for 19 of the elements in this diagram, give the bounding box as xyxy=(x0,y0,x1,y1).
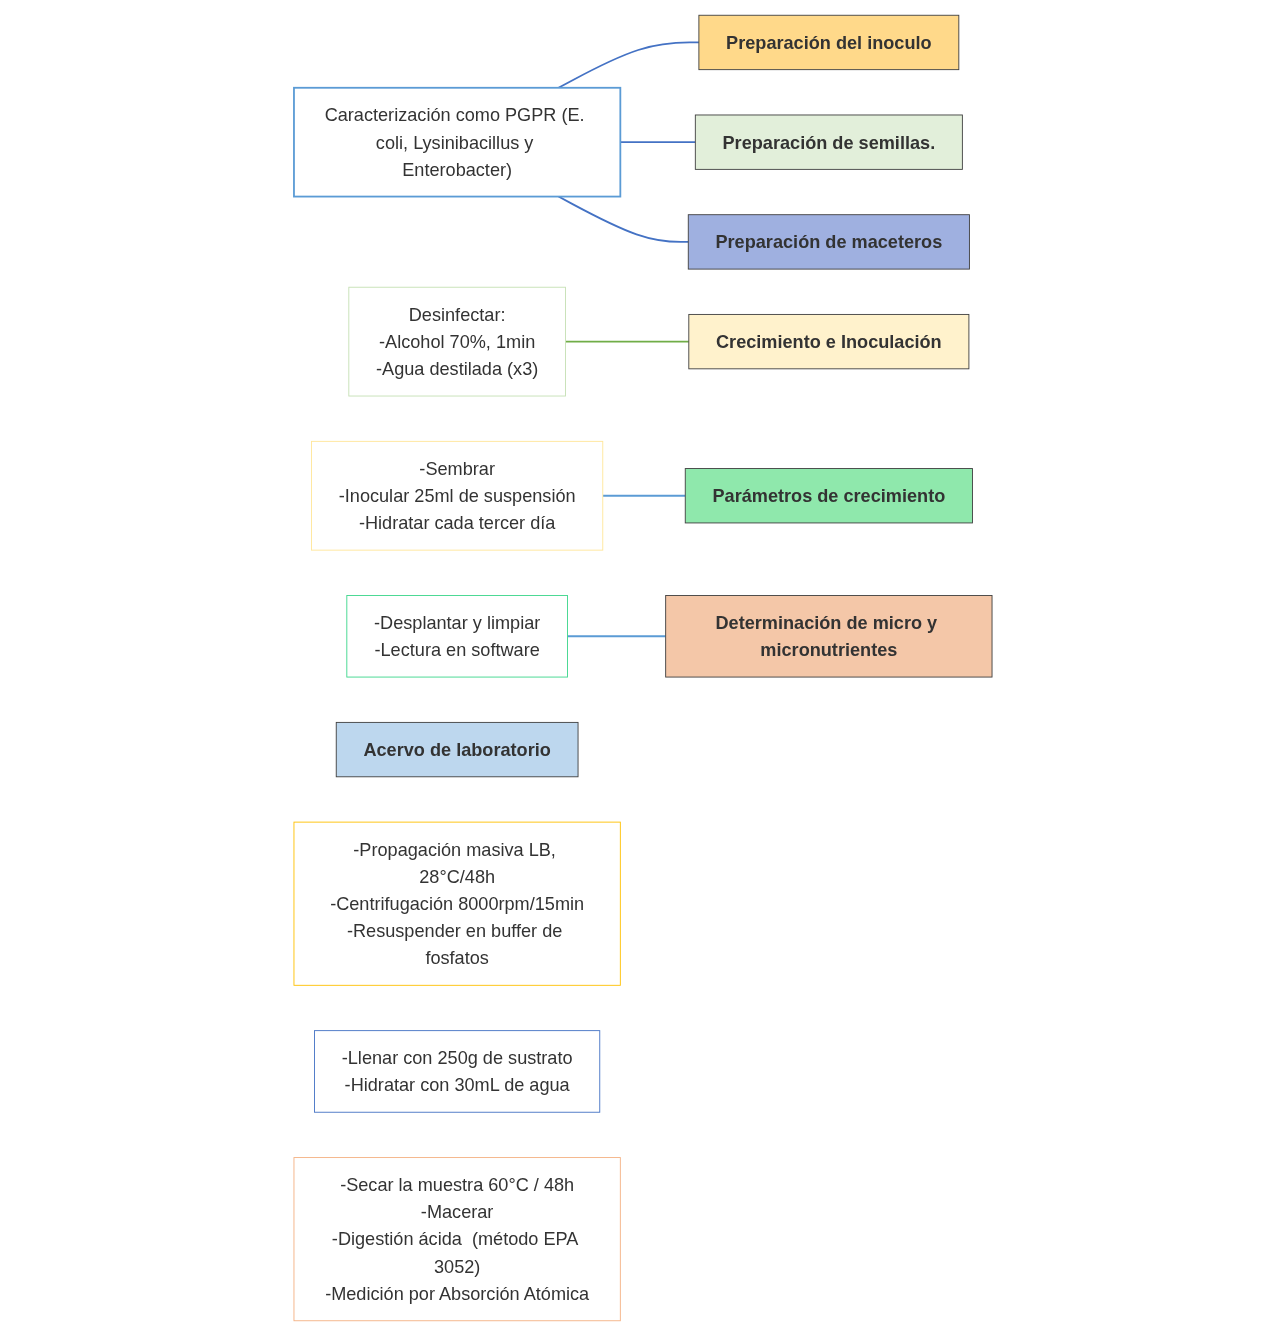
node-box: -Secar la muestra 60°C / 48h -Macerar -Digestión ácida (método EPA 3052) -Medición por Absorción Atómica xyxy=(293,1157,621,1322)
node-box: Parámetros de crecimiento xyxy=(684,468,973,524)
node-box: Determinación de micro y micronutrientes xyxy=(665,595,993,678)
node-box: -Desplantar y limpiar -Lectura en software xyxy=(346,595,568,678)
node-box: -Sembrar -Inocular 25ml de suspensión -Hidratar cada tercer día xyxy=(311,440,604,551)
node-box: Preparación de maceteros xyxy=(687,214,970,270)
connector xyxy=(557,195,690,243)
node-box: Desinfectar: -Alcohol 70%, 1min -Agua destilada (x3) xyxy=(348,286,566,397)
node-box: -Propagación masiva LB, 28°C/48h -Centrifugación 8000rpm/15min -Resuspender en buffer de fosfatos xyxy=(293,821,621,986)
node-box: Crecimiento e Inoculación xyxy=(688,313,970,370)
node-box: Caracterización como PGPR (E. coli, Lysinibacillus y Enterobacter) xyxy=(293,86,622,198)
connector xyxy=(557,41,700,89)
node-box: -Llenar con 250g de sustrato -Hidratar con 30mL de agua xyxy=(314,1030,601,1113)
node-box: Acervo de laboratorio xyxy=(335,721,579,778)
connector xyxy=(601,494,687,497)
node-box: Preparación de semillas. xyxy=(694,114,963,170)
connector xyxy=(564,340,690,343)
connector xyxy=(566,635,667,638)
node-box: Preparación del inoculo xyxy=(698,14,960,71)
